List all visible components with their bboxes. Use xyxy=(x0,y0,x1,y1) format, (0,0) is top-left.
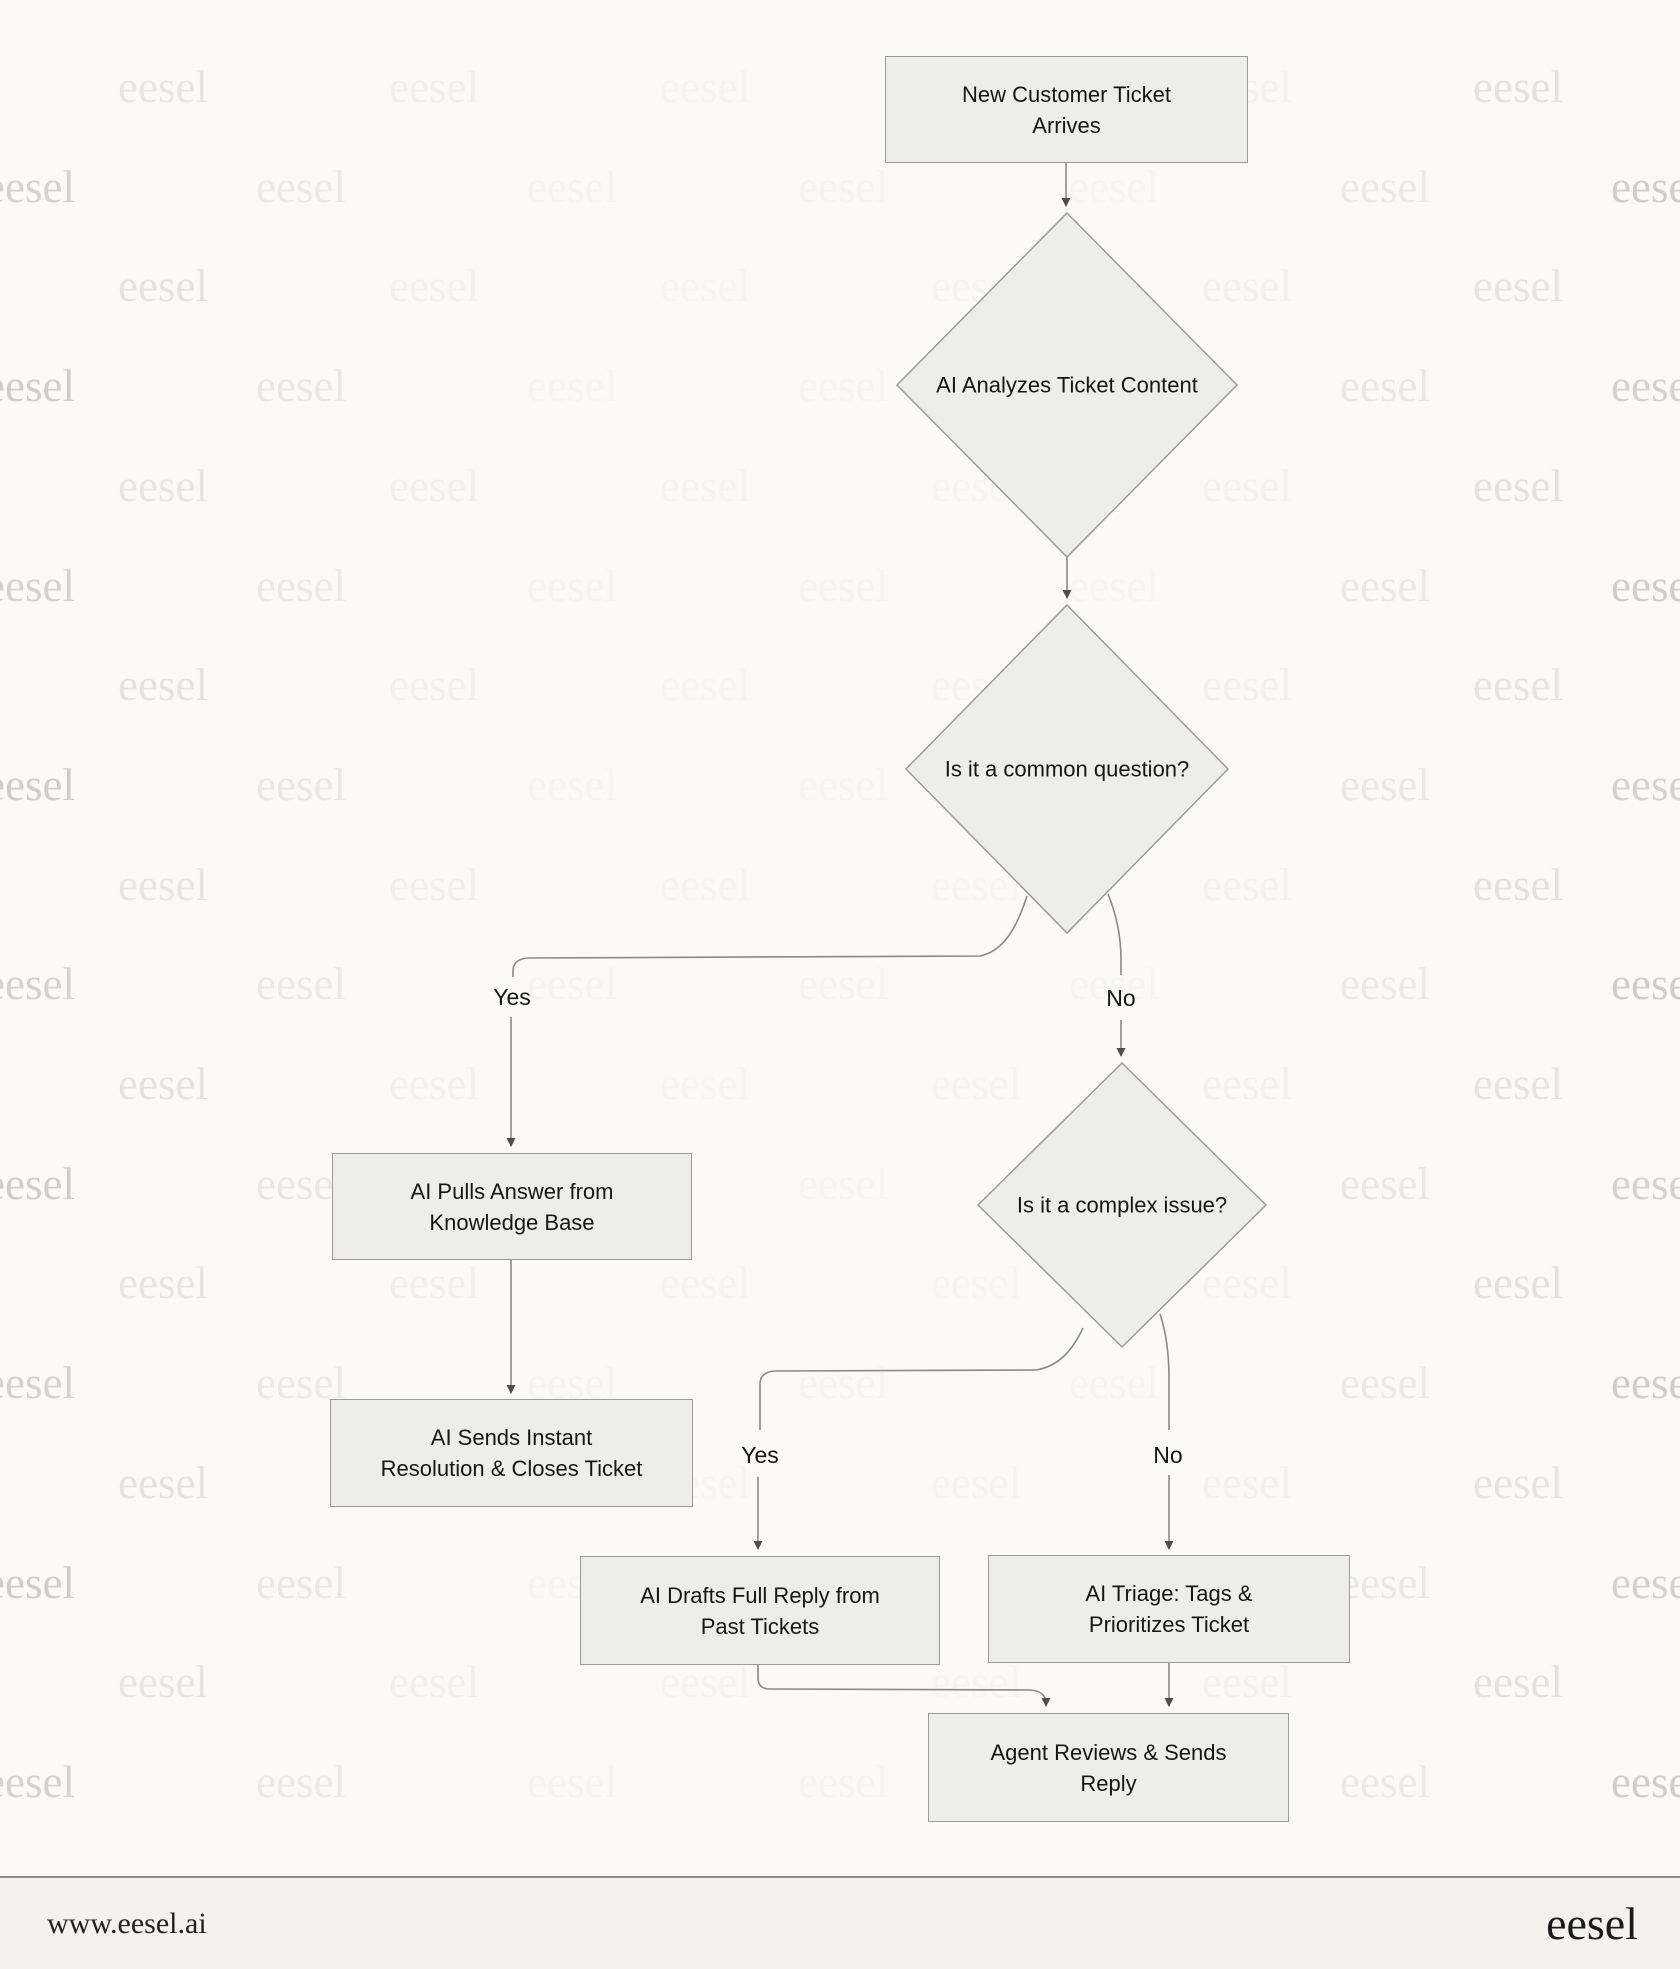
edge-common-no-upper xyxy=(1107,893,1122,975)
node-instant-resolution: AI Sends Instant Resolution & Closes Tic… xyxy=(330,1399,693,1507)
footer-bar: www.eesel.ai eesel xyxy=(0,1876,1680,1969)
node-pull-answer: AI Pulls Answer from Knowledge Base xyxy=(332,1153,692,1260)
node-agent-review: Agent Reviews & Sends Reply xyxy=(928,1713,1289,1822)
edge-label-common-no: No xyxy=(1106,985,1136,1011)
node-draft-reply: AI Drafts Full Reply from Past Tickets xyxy=(580,1556,940,1665)
label-analyze: AI Analyzes Ticket Content xyxy=(936,372,1198,398)
footer-website-url: www.eesel.ai xyxy=(47,1906,207,1940)
edge-complex-no-upper xyxy=(1159,1313,1170,1430)
label-complex-issue: Is it a complex issue? xyxy=(1016,1192,1228,1218)
diamond-common-question xyxy=(904,603,1230,935)
edge-label-complex-yes: Yes xyxy=(741,1442,779,1468)
edge-label-common-yes: Yes xyxy=(493,984,531,1010)
diamond-complex-issue xyxy=(976,1061,1268,1349)
edge-complex-yes-upper xyxy=(759,1327,1084,1430)
diamond-analyze xyxy=(895,211,1239,559)
edge-common-yes-upper xyxy=(512,895,1028,977)
edge-label-complex-no: No xyxy=(1153,1442,1183,1468)
node-start: New Customer Ticket Arrives xyxy=(885,56,1248,163)
eesel-logo: eesel xyxy=(1546,1898,1638,1949)
label-common-question: Is it a common question? xyxy=(944,756,1190,782)
edge-draft-to-agent xyxy=(757,1665,1051,1707)
node-triage: AI Triage: Tags & Prioritizes Ticket xyxy=(988,1555,1350,1663)
